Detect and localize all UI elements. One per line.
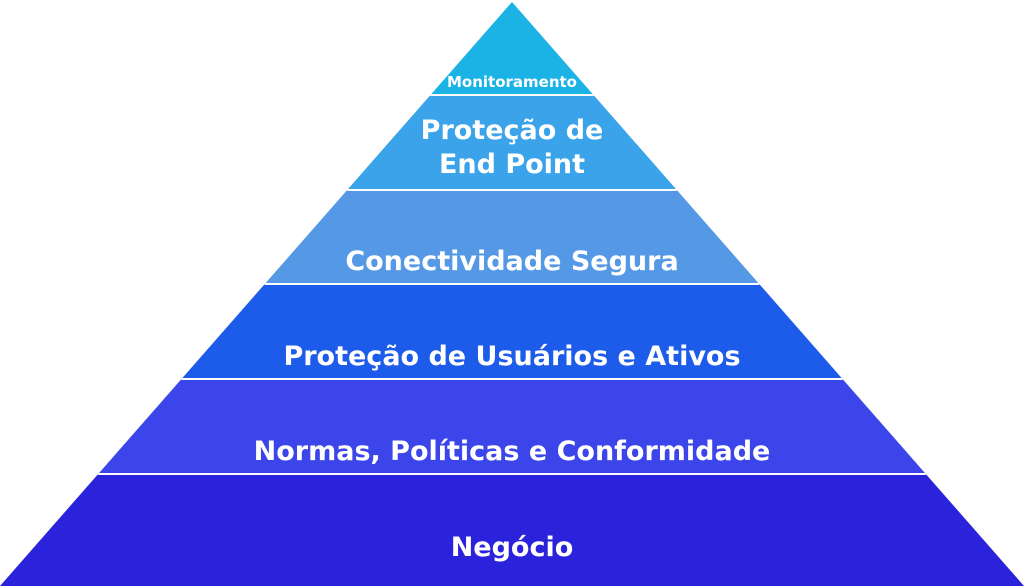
layer-label-conectividade-segura: Conectividade Segura <box>345 246 678 277</box>
pyramid-layer-monitoramento <box>430 2 594 95</box>
layer-label-line: Monitoramento <box>447 73 577 91</box>
layer-label-negocio: Negócio <box>451 532 574 563</box>
pyramid-layer-negocio <box>0 474 1024 586</box>
pyramid-layer-protecao-usuarios-ativos <box>181 284 843 379</box>
pyramid-layer-conectividade-segura <box>264 190 760 284</box>
layer-label-line: Proteção de Usuários e Ativos <box>283 341 740 372</box>
layer-label-protecao-usuarios-ativos: Proteção de Usuários e Ativos <box>283 341 740 372</box>
pyramid-layer-normas-politicas-conformidade <box>98 379 926 474</box>
layer-label-line: Conectividade Segura <box>345 246 678 277</box>
layer-label-line: Proteção de <box>421 115 604 146</box>
layer-label-line: End Point <box>439 149 585 180</box>
pyramid-layer-protecao-end-point <box>347 95 677 190</box>
layer-label-monitoramento: Monitoramento <box>447 73 577 91</box>
layer-label-normas-politicas-conformidade: Normas, Políticas e Conformidade <box>254 436 771 467</box>
layer-label-line: Normas, Políticas e Conformidade <box>254 436 771 467</box>
layer-label-line: Negócio <box>451 532 574 563</box>
